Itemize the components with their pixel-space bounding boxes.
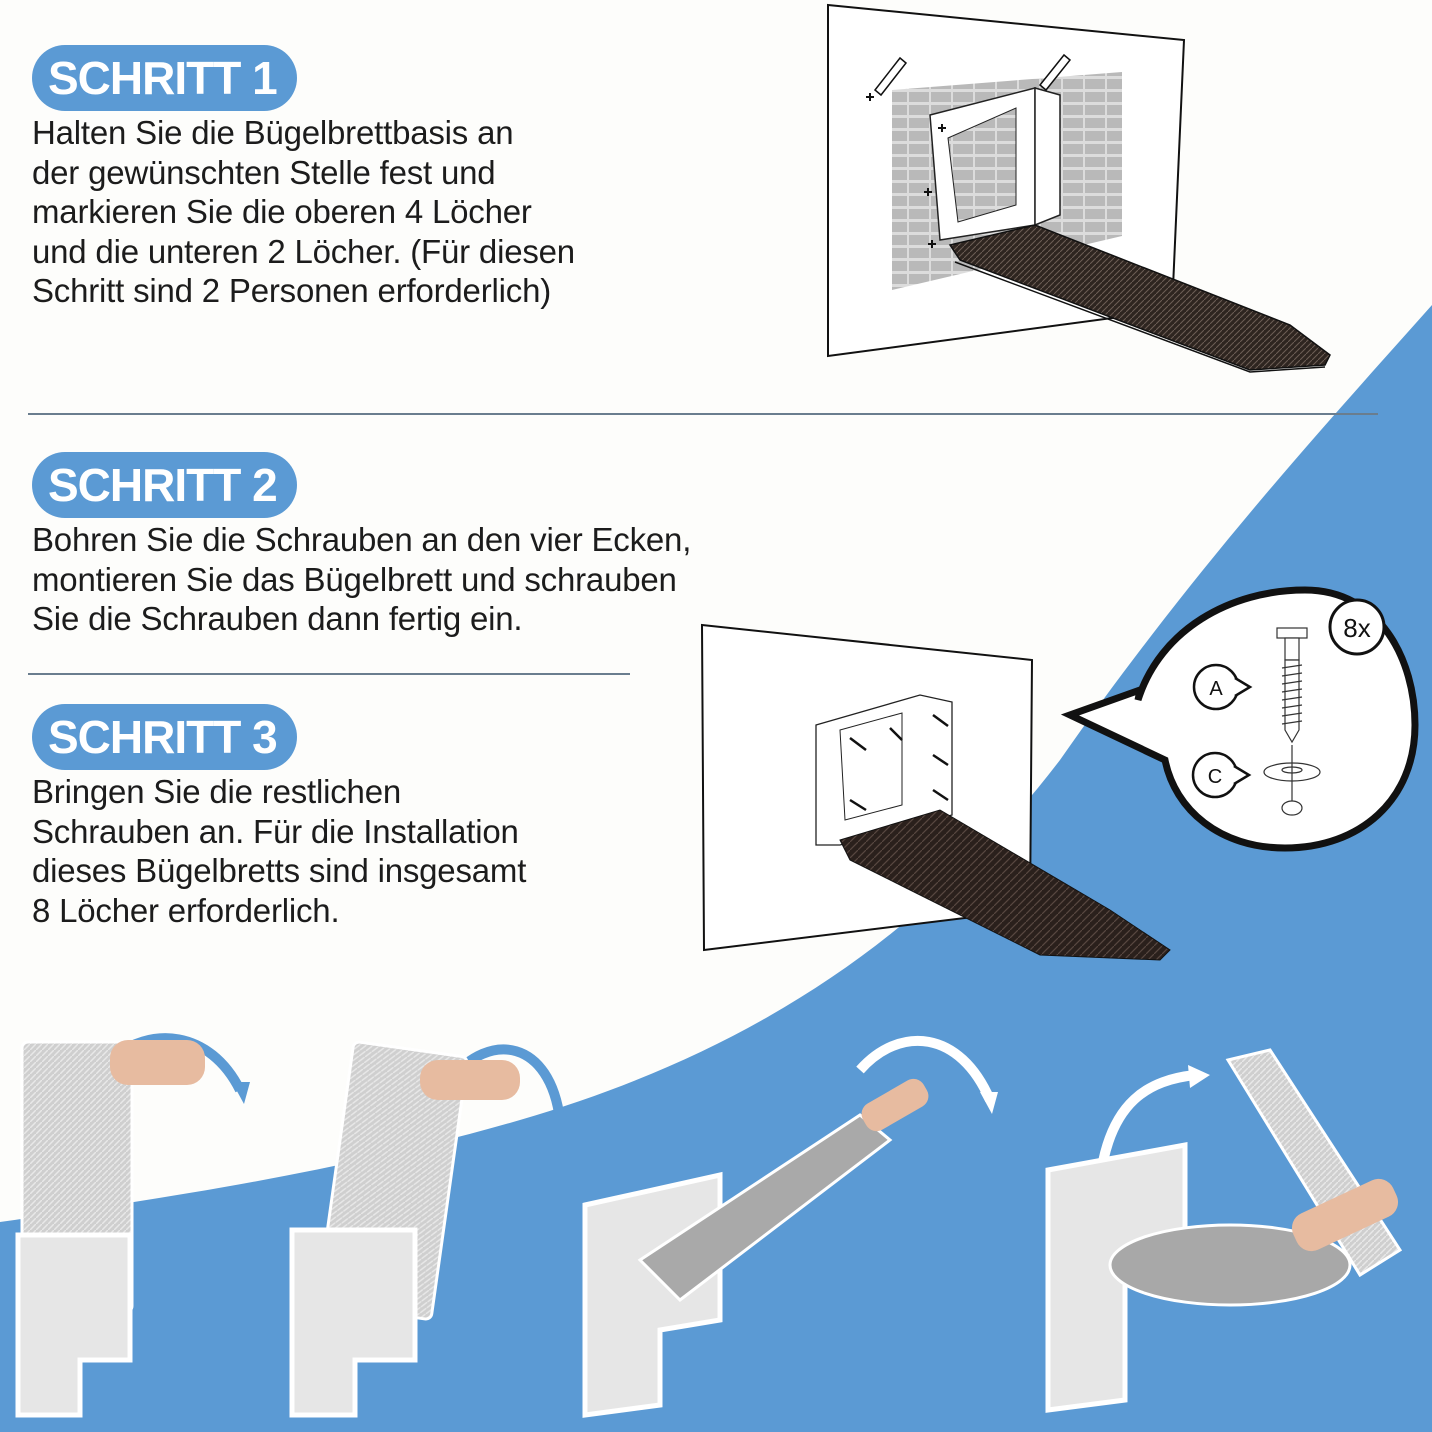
photo-2	[289, 1040, 568, 1418]
step-2: SCHRITT 2 Bohren Sie die Schrauben an de…	[32, 452, 691, 639]
pencil-icon	[873, 53, 1072, 97]
part-label-a: A	[1192, 663, 1253, 711]
step-3: SCHRITT 3 Bringen Sie die restlichen Sch…	[32, 704, 526, 930]
step-1-badge: SCHRITT 1	[32, 45, 297, 111]
step-1: SCHRITT 1 Halten Sie die Bügelbrettbasis…	[32, 45, 575, 311]
divider-2	[28, 673, 630, 675]
divider-1	[28, 413, 1378, 415]
svg-text:C: C	[1208, 766, 1222, 788]
quantity-label: 8x	[1343, 613, 1370, 643]
step-2-badge: SCHRITT 2	[32, 452, 297, 518]
step-1-text: Halten Sie die Bügelbrettbasis an der ge…	[32, 114, 575, 309]
screw-icon	[1276, 627, 1308, 744]
fold-sequence-photos	[15, 1033, 1403, 1418]
photo-4	[1045, 1048, 1403, 1413]
step-3-badge: SCHRITT 3	[32, 704, 297, 770]
photo-3	[582, 1035, 998, 1418]
step-3-text: Bringen Sie die restlichen Schrauben an.…	[32, 773, 527, 929]
washer-icon	[1263, 745, 1321, 816]
photo-1	[15, 1033, 250, 1418]
step-2-text: Bohren Sie die Schrauben an den vier Eck…	[32, 521, 692, 637]
svg-text:A: A	[1209, 678, 1223, 700]
illustration-screw-mounting	[700, 623, 1171, 961]
illustration-wall-marking	[827, 3, 1331, 373]
part-label-c: C	[1191, 751, 1252, 799]
hardware-callout: 8x A C	[1060, 586, 1419, 852]
